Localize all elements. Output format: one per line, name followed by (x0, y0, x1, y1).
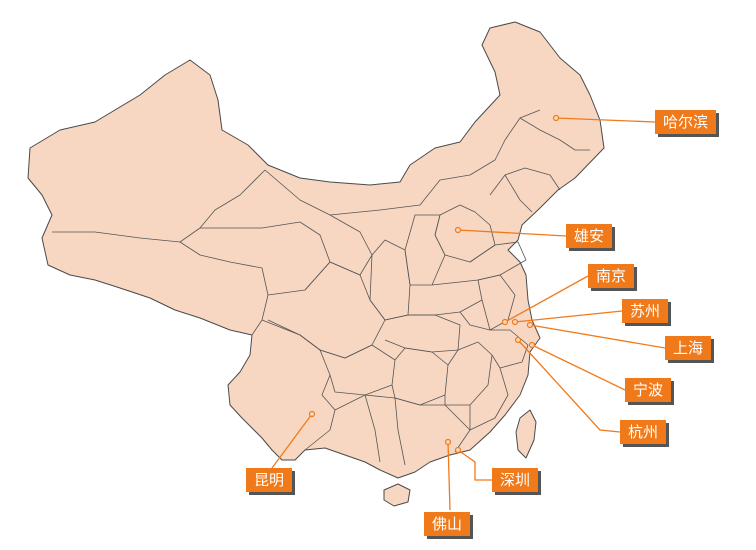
leader-line-kunming (271, 413, 313, 469)
hainan-outline (383, 483, 411, 507)
zhejiang-fujian-border (469, 329, 529, 431)
leader-line-shenzhen (457, 449, 492, 481)
city-dot-foshan (444, 438, 452, 446)
city-dot-shanghai (526, 321, 534, 329)
taiwan-outline (515, 409, 537, 459)
inner-mongolia-border (329, 109, 541, 216)
leader-line-nanjing (504, 275, 589, 323)
leader-line-hangzhou (517, 339, 621, 433)
city-dot-kunming (308, 410, 316, 418)
city-label-suzhou[interactable]: 苏州 (622, 299, 669, 323)
leader-line-suzhou (514, 310, 623, 323)
city-dot-ningbo (528, 341, 536, 349)
leader-line-xiongan (457, 229, 567, 237)
jilin-border (504, 167, 561, 191)
leader-line-harbin (555, 117, 656, 123)
city-dot-suzhou (511, 318, 519, 326)
guangxi-guangdong-border (334, 394, 471, 466)
city-label-shanghai[interactable]: 上海 (665, 336, 712, 360)
leader-line-shanghai (529, 324, 666, 349)
city-label-hangzhou[interactable]: 杭州 (620, 420, 667, 444)
city-label-shenzhen[interactable]: 深圳 (492, 468, 539, 492)
city-label-ningbo[interactable]: 宁波 (625, 378, 672, 402)
jiangxi-border (444, 341, 493, 406)
city-label-harbin[interactable]: 哈尔滨 (655, 110, 717, 134)
heilongjiang-border (519, 117, 590, 151)
city-label-foshan[interactable]: 佛山 (424, 512, 471, 536)
leader-line-ningbo (531, 344, 626, 391)
city-dot-hangzhou (514, 336, 522, 344)
city-label-xiongan[interactable]: 雄安 (566, 224, 613, 248)
city-dot-nanjing (501, 318, 509, 326)
guizhou-border (319, 344, 396, 396)
city-label-kunming[interactable]: 昆明 (246, 468, 293, 492)
leader-line-foshan (447, 441, 451, 511)
yunnan-border (261, 319, 336, 451)
city-dot-xiongan (454, 226, 462, 234)
mainland-outline (27, 21, 605, 479)
city-label-nanjing[interactable]: 南京 (588, 264, 635, 288)
city-dot-harbin (552, 114, 560, 122)
xinjiang-border (52, 169, 266, 243)
liaoning-border (489, 174, 533, 213)
city-dot-shenzhen (454, 446, 462, 454)
